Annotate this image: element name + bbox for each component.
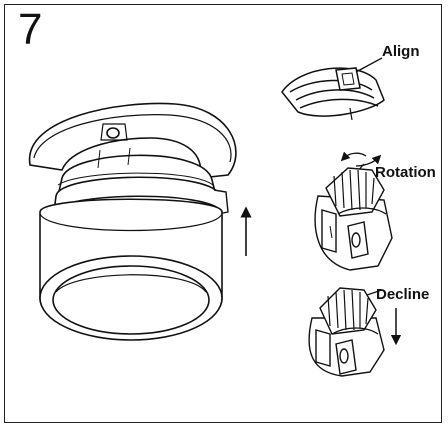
align-leader-line — [355, 57, 383, 73]
decline-detail — [308, 287, 385, 377]
rotation-label: Rotation — [375, 164, 436, 181]
align-label: Align — [382, 43, 420, 60]
downlight-fixture — [28, 102, 237, 341]
decline-label: Decline — [376, 286, 430, 303]
align-detail — [281, 67, 385, 121]
rotation-detail — [314, 167, 393, 271]
screw-icon — [106, 127, 120, 139]
step-number: 7 — [18, 5, 43, 54]
diagram-frame — [4, 4, 442, 423]
rotate-arrows-icon — [340, 151, 382, 167]
